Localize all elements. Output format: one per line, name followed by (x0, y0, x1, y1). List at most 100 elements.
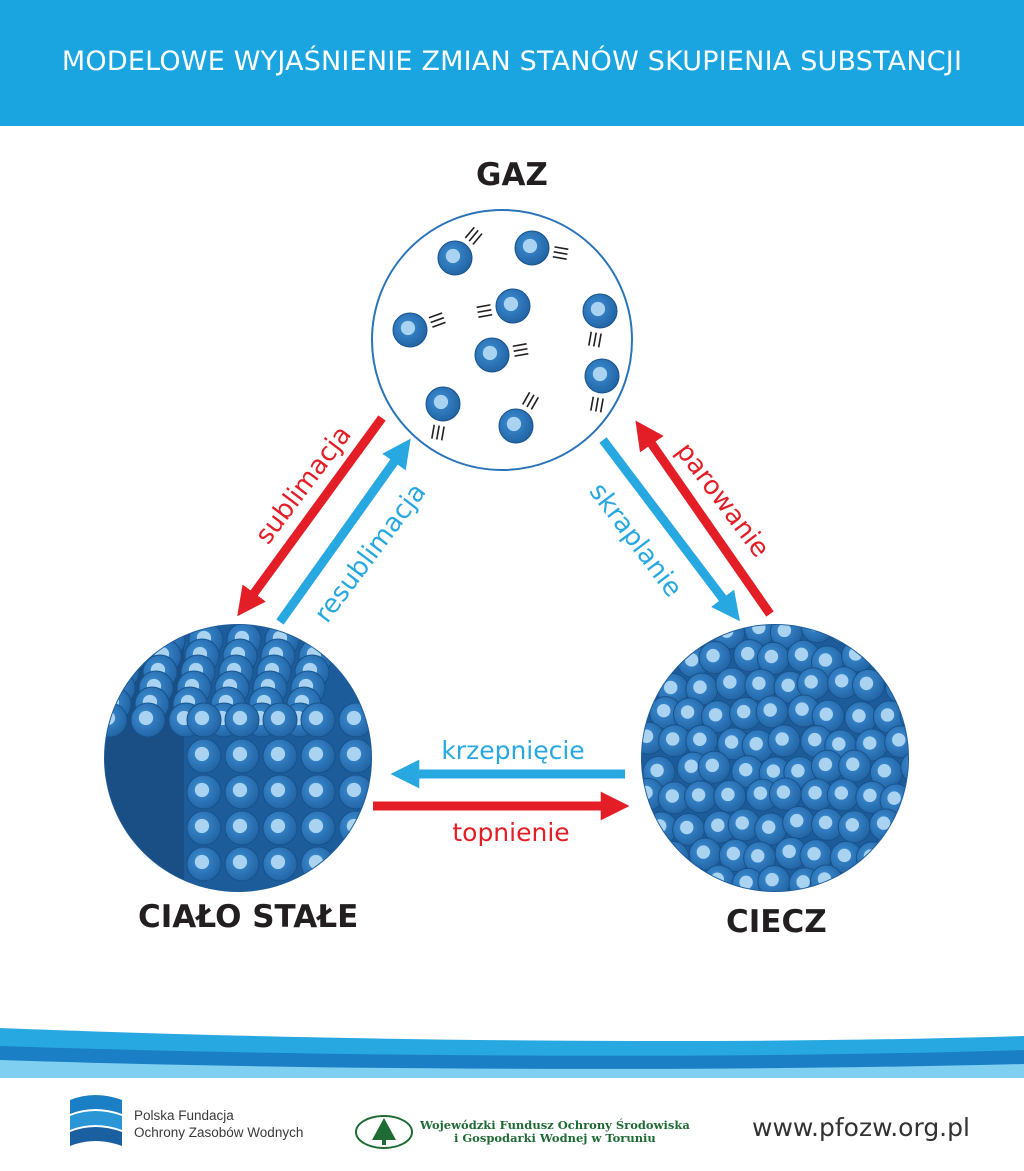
gas-particle (584, 358, 620, 413)
wfos-name: Wojewódzki Fundusz Ochrony Środowiska i … (420, 1119, 690, 1145)
solid-particle (338, 810, 371, 846)
liquid-particle (884, 840, 908, 874)
evaporation-arrow (635, 420, 774, 617)
wfos-logo (355, 1115, 413, 1149)
liquid-circle (641, 624, 909, 892)
liquid-particle (702, 864, 736, 891)
liquid-particle (900, 750, 908, 784)
liquid-particle (856, 625, 890, 644)
liquid-particle (869, 640, 903, 674)
pfozw-name-line1: Polska Fundacja (134, 1108, 234, 1123)
solid-particle (112, 625, 148, 658)
liquid-particle (642, 836, 665, 870)
pfozw-name: Polska Fundacja Ochrony Zasobów Wodnych (134, 1107, 303, 1141)
sublimation-arrow (237, 415, 386, 617)
liquid-particle (733, 639, 767, 673)
liquid-particle (827, 625, 861, 645)
liquid-particle (838, 749, 872, 783)
liquid-particle (713, 779, 747, 813)
wfos-name-line2: i Gospodarki Wodnej w Toruniu (453, 1131, 656, 1145)
liquid-particle (894, 643, 908, 677)
liquid-particle (754, 812, 788, 846)
liquid-particle (897, 812, 908, 846)
liquid-particle (883, 625, 908, 647)
liquid-particle (718, 838, 752, 872)
liquid-particle (841, 869, 875, 891)
gas-particle (476, 288, 531, 324)
liquid-particle (855, 841, 889, 875)
solid-particle (186, 774, 222, 810)
liquid-particle (684, 780, 718, 814)
liquid-particle (844, 701, 878, 735)
solid-particle (224, 774, 260, 810)
solid-particle (338, 846, 371, 882)
liquid-particle (645, 862, 679, 891)
liquid-particle (745, 778, 779, 812)
solid-particle (300, 774, 336, 810)
liquid-particle (656, 625, 690, 645)
solid-particle (338, 702, 371, 738)
solid-particle (224, 810, 260, 846)
liquid-particle (870, 862, 904, 891)
freezing-label: krzepnięcie (441, 736, 584, 765)
solid-particle (300, 738, 336, 774)
website-link[interactable]: www.pfozw.org.pl (752, 1113, 970, 1142)
condensation-arrow (599, 437, 740, 622)
solid-particle (262, 846, 298, 882)
solid-circle (104, 624, 372, 892)
liquid-particle (757, 865, 791, 891)
solid-particle (108, 638, 144, 674)
solid-particle (262, 810, 298, 846)
solid-particle (186, 738, 222, 774)
liquid-particle (851, 668, 885, 702)
liquid-particle (767, 724, 801, 758)
liquid-particle (810, 807, 844, 841)
gas-particles (392, 226, 620, 444)
liquid-particle (715, 667, 749, 701)
solid-particle (262, 774, 298, 810)
liquid-particle (800, 625, 834, 644)
solid-particle (338, 774, 371, 810)
liquid-particle (656, 840, 690, 874)
liquid-particle (782, 806, 816, 840)
liquid-particle (729, 697, 763, 731)
liquid-particle (658, 724, 692, 758)
liquid-state-label: CIECZ (726, 904, 827, 940)
gas-particle (514, 230, 569, 266)
header-bar: MODELOWE WYJAŚNIENIE ZMIAN STANÓW SKUPIE… (0, 0, 1024, 126)
solid-state-label: CIAŁO STAŁE (138, 899, 359, 935)
liquid-particle (755, 695, 789, 729)
liquid-particle (701, 700, 735, 734)
liquid-particle (826, 778, 860, 812)
solid-particle (186, 846, 222, 882)
melting-label: topnienie (452, 818, 569, 847)
pfozw-name-line2: Ochrony Zasobów Wodnych (134, 1125, 304, 1140)
gas-particle (425, 386, 461, 441)
gas-state-label: GAZ (476, 157, 548, 193)
liquid-particle (768, 777, 802, 811)
liquid-particle (898, 862, 908, 891)
liquid-particle (697, 750, 731, 784)
solid-particle (262, 702, 298, 738)
solid-particle (300, 810, 336, 846)
liquid-particle (800, 778, 834, 812)
gas-circle (371, 209, 633, 471)
pfozw-logo (70, 1095, 122, 1146)
liquid-particle (756, 641, 790, 675)
solid-particle (186, 702, 222, 738)
solid-particle (300, 846, 336, 882)
liquid-particle (884, 670, 908, 704)
liquid-particle (884, 725, 908, 759)
gas-particle (582, 293, 618, 348)
solid-particle (224, 846, 260, 882)
liquid-particle (731, 755, 765, 789)
liquid-particles (642, 625, 908, 891)
gas-particle (474, 337, 529, 373)
liquid-particle (837, 810, 871, 844)
solid-particle (224, 702, 260, 738)
liquid-particle (872, 700, 906, 734)
liquid-particle (642, 637, 676, 671)
gas-particle (437, 226, 483, 276)
gas-particle (392, 312, 446, 348)
